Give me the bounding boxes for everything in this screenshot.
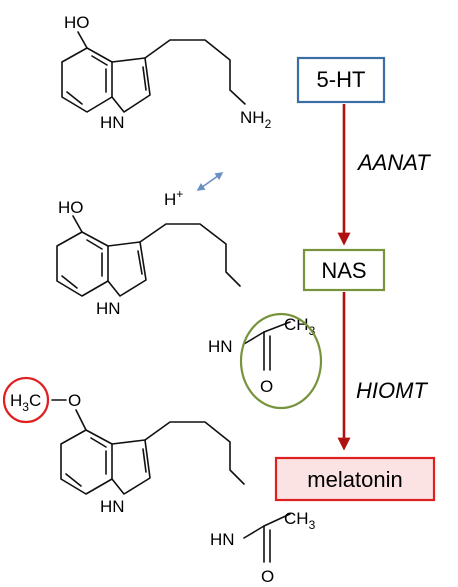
melatonin-methoxy-o: O	[68, 391, 81, 410]
proton-exchange-arrow	[196, 172, 224, 191]
acetyl-group-highlight	[239, 312, 323, 410]
label-melatonin: melatonin	[307, 467, 402, 492]
nas-structure: HO HN HN CH3 O	[56, 198, 323, 410]
serotonin-structure: HO HN NH2 H+	[61, 13, 272, 209]
melatonin-methoxy-methyl: H3C	[10, 391, 41, 414]
serotonin-ring-nh: HN	[100, 113, 125, 132]
nas-hydroxyl: HO	[58, 198, 84, 217]
box-melatonin	[274, 456, 436, 502]
serotonin-proton: H+	[164, 187, 183, 209]
serotonin-amine: NH2	[240, 108, 272, 131]
melatonin-ring-nh: HN	[100, 497, 125, 516]
melatonin-amide-nh: HN	[210, 530, 235, 549]
melatonin-carbonyl-o: O	[261, 567, 274, 586]
label-nas: NAS	[321, 258, 366, 283]
nas-amide-nh: HN	[208, 337, 233, 356]
methoxy-group-highlight	[2, 376, 50, 424]
enzyme-hiomt: HIOMT	[356, 378, 428, 403]
pathway-flow: 5-HT AANAT NAS HIOMT melatonin	[274, 56, 436, 502]
nas-bonds	[56, 215, 291, 371]
box-5ht	[296, 56, 386, 104]
box-nas	[302, 248, 386, 292]
melatonin-bonds	[51, 399, 291, 563]
label-5ht: 5-HT	[317, 67, 366, 92]
nas-carbonyl-o: O	[260, 377, 273, 396]
melatonin-methyl: CH3	[284, 509, 316, 532]
serotonin-hydroxyl: HO	[64, 13, 90, 32]
melatonin-structure: H3C O HN HN CH3 O	[2, 376, 316, 586]
serotonin-bonds	[61, 31, 246, 113]
enzyme-aanat: AANAT	[356, 150, 431, 175]
nas-ring-nh: HN	[96, 299, 121, 318]
